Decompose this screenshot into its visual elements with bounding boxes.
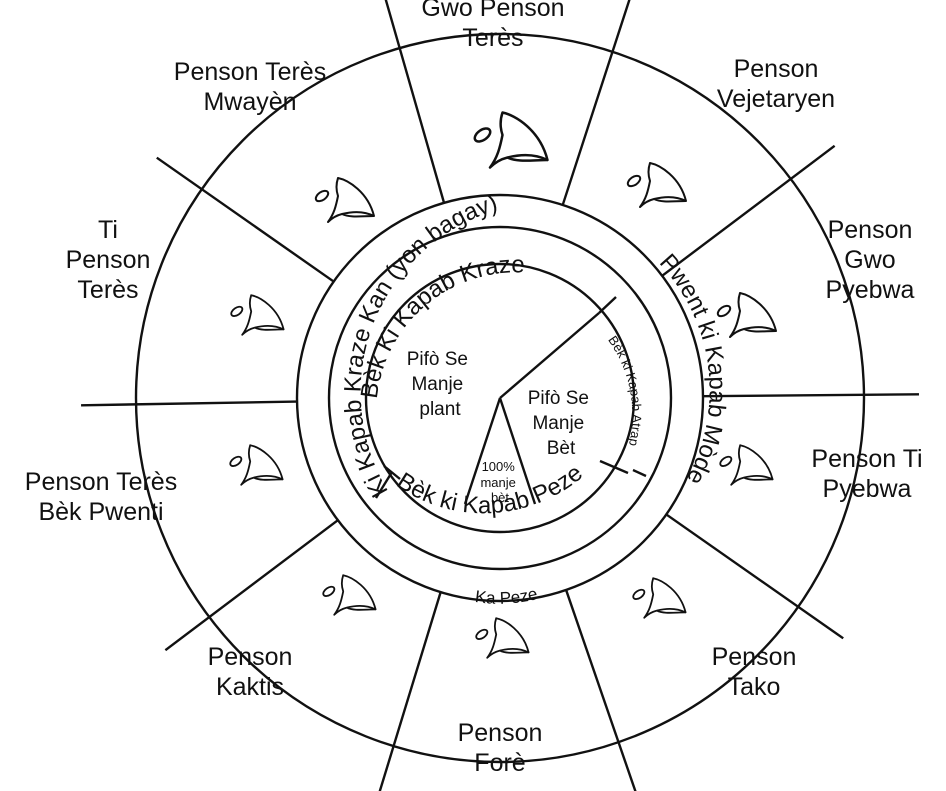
medium-ground-beak-icon [314,178,374,222]
bird-type-label-line: Gwo [844,246,895,274]
ring-divider-bottom-right [633,470,646,476]
bird-type-label: PensonVejetaryen [717,55,835,113]
sector-spoke [81,402,297,406]
parrot-like-beak-icon [626,163,686,207]
bird-type-label: PensonGwoPyebwa [826,216,915,304]
core-left-label: Pifò Se Manje plant [407,349,474,420]
core-right-line-3: Bèt [547,438,576,459]
bird-type-label-line: Penson [208,643,293,671]
core-right-label: Pifò Se Manje Bèt [528,388,595,459]
middle-ring-right-label: Pwent ki Kapab Mòde [654,249,731,489]
eye-shape [716,304,732,319]
ring-divider-top-right [599,297,616,313]
sector-spoke [165,520,338,650]
large-crushing-beak-icon [472,113,547,168]
small-grasping-beak-icon [719,445,773,485]
core-right-line-2: Manje [532,413,584,434]
sector-spoke [563,0,630,205]
bird-type-label-line: Kaktis [216,673,284,701]
eye-shape [719,455,733,468]
sector-spoke [377,592,440,791]
bird-type-label-line: Gwo Penson [421,0,564,22]
middle-ring-bottom-label: Ka Peze [474,584,539,608]
ring-divider-right [600,461,628,473]
sector-spoke [385,0,445,203]
bird-type-label-line: Penson [734,55,819,83]
eye-shape [626,174,642,189]
core-divider-upper [500,313,599,398]
sector-spoke [662,146,835,276]
large-seed-beak-icon [716,293,776,337]
bird-type-label-line: Forè [474,749,525,777]
bird-type-label-line: Penson Terès [174,58,326,86]
bird-type-label-line: Pyebwa [823,475,912,503]
bird-type-label-line: Ti [98,216,118,244]
core-left-line-1: Pifò Se [407,349,468,370]
bird-type-label-line: Penson Ti [811,445,922,473]
bird-type-label-line: Penson [66,246,151,274]
eye-shape [472,126,492,144]
bird-type-label-line: Penson Terès [25,468,177,496]
bird-type-label-line: Pyebwa [826,276,915,304]
chisel-beak-icon [632,578,686,618]
eye-shape [632,588,646,601]
inner-ring-right-label: Bèk ki Kapab Atrap [605,333,644,448]
bird-type-label-line: Terès [77,276,138,304]
eye-shape [322,585,336,598]
eye-shape [314,189,330,204]
probing-beak-icon [475,618,529,658]
long-probing-beak-icon [322,575,376,615]
core-left-line-2: Manje [411,374,463,395]
eye-shape [229,455,243,468]
core-bottom-line-3: bèt [491,490,509,505]
sector-spoke [566,590,636,791]
bird-type-label-line: Bèk Pwenti [38,498,163,526]
core-bottom-line-2: manje [480,475,515,490]
small-ground-beak-icon [230,295,284,335]
bird-type-label-line: Penson [712,643,797,671]
middle-ring-left-label: Ki Kapab Kraze Kan (yon bagay) [339,190,500,502]
core-left-line-3: plant [419,399,461,420]
sector-spoke [703,394,919,396]
pointed-beak-icon [229,445,283,485]
bird-type-label-line: Terès [462,24,523,52]
eye-shape [475,628,489,641]
core-bottom-line-1: 100% [482,459,516,474]
bird-type-label-line: Penson [828,216,913,244]
bird-type-label-line: Mwayèn [203,88,296,116]
core-right-line-1: Pifò Se [528,388,589,409]
bird-type-label-line: Vejetaryen [717,85,835,113]
bird-type-label-line: Penson [458,719,543,747]
bird-type-label-line: Tako [728,673,781,701]
eye-shape [230,305,244,318]
